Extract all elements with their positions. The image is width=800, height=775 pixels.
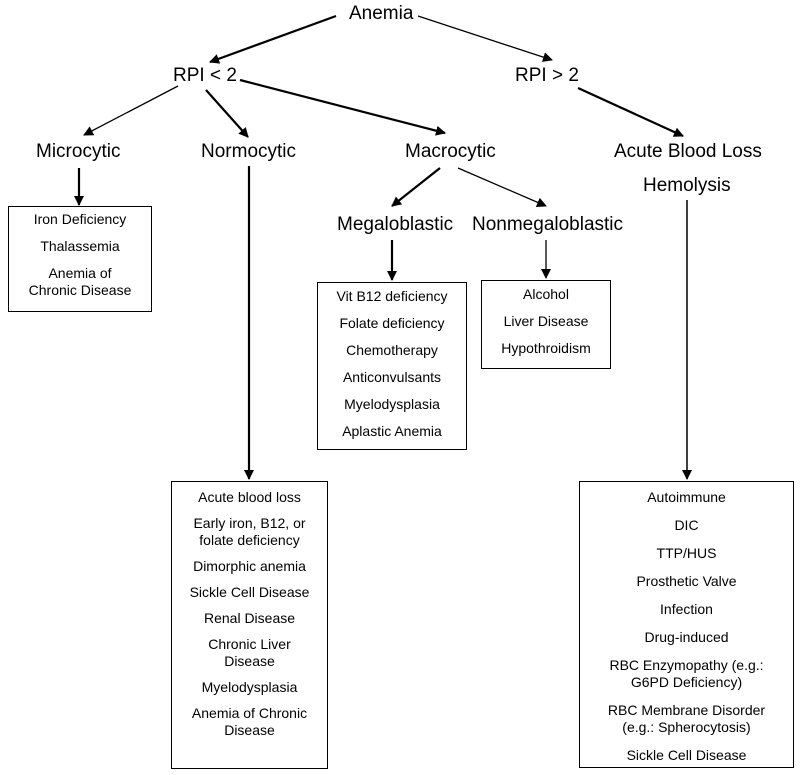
box-item: Acute blood loss (198, 489, 301, 505)
arrow-rpi-low-to-normocytic (205, 89, 249, 138)
box-item: Folate deficiency (339, 315, 445, 331)
node-rpi-high: RPI > 2 (515, 65, 579, 86)
node-microcytic: Microcytic (36, 141, 121, 162)
box-item: Anemia of Chronic Disease (28, 265, 132, 298)
box-item: Early iron, B12, or folate deficiency (193, 515, 306, 548)
box-item: Myelodysplasia (201, 679, 298, 695)
arrow-rpi-low-to-microcytic (83, 85, 179, 136)
hemolysis-causes-box: Autoimmune DIC TTP/HUS Prosthetic Valve … (579, 481, 794, 768)
arrow-rpi-high-to-acute-blood-loss (577, 86, 684, 138)
arrow-anemia-to-rpi-high (417, 15, 553, 62)
box-item: Chemotherapy (346, 342, 438, 358)
microcytic-causes-box: Iron Deficiency Thalassemia Anemia of Ch… (8, 206, 152, 312)
box-item: TTP/HUS (656, 545, 717, 561)
box-item: Liver Disease (503, 313, 589, 329)
box-item: Chronic Liver Disease (208, 636, 291, 669)
node-anemia: Anemia (349, 3, 414, 24)
box-item: Anemia of Chronic Disease (191, 705, 308, 738)
box-item: Aplastic Anemia (342, 423, 442, 439)
box-item: Thalassemia (40, 238, 120, 254)
box-item: Renal Disease (203, 610, 296, 626)
node-normocytic: Normocytic (201, 141, 297, 162)
node-nonmegaloblastic: Nonmegaloblastic (472, 214, 624, 235)
box-item: Autoimmune (647, 489, 726, 505)
node-acute-blood-loss: Acute Blood Loss (614, 141, 762, 162)
node-megaloblastic: Megaloblastic (337, 214, 454, 235)
nonmegaloblastic-causes-box: Alcohol Liver Disease Hypothroidism (481, 280, 611, 369)
box-item: Alcohol (523, 286, 569, 302)
box-item: Infection (660, 601, 713, 617)
box-item: DIC (674, 517, 699, 533)
normocytic-causes-box: Acute blood loss Early iron, B12, or fol… (171, 481, 328, 769)
box-item: Prosthetic Valve (636, 573, 737, 589)
arrow-macrocytic-to-nonmegaloblastic (457, 167, 547, 208)
box-item: Sickle Cell Disease (189, 584, 310, 600)
box-item: Drug-induced (644, 629, 729, 645)
box-item: Anticonvulsants (342, 369, 442, 385)
box-item: Hypothroidism (501, 340, 591, 356)
box-item: Vit B12 deficiency (336, 288, 448, 304)
megaloblastic-causes-box: Vit B12 deficiency Folate deficiency Che… (317, 282, 467, 450)
box-item: Iron Deficiency (33, 211, 127, 227)
box-item: RBC Enzymopathy (e.g.: G6PD Deficiency) (609, 657, 764, 690)
node-rpi-low: RPI < 2 (173, 65, 237, 86)
arrow-anemia-to-rpi-low (209, 14, 337, 64)
box-item: RBC Membrane Disorder (e.g.: Spherocytos… (607, 702, 766, 735)
arrow-macrocytic-to-megaloblastic (391, 167, 441, 207)
arrow-rpi-low-to-macrocytic (239, 78, 446, 136)
box-item: Sickle Cell Disease (626, 747, 747, 763)
node-hemolysis: Hemolysis (643, 175, 731, 196)
box-item: Dimorphic anemia (193, 558, 306, 574)
box-item: Myelodysplasia (344, 396, 440, 412)
node-macrocytic: Macrocytic (405, 141, 496, 162)
